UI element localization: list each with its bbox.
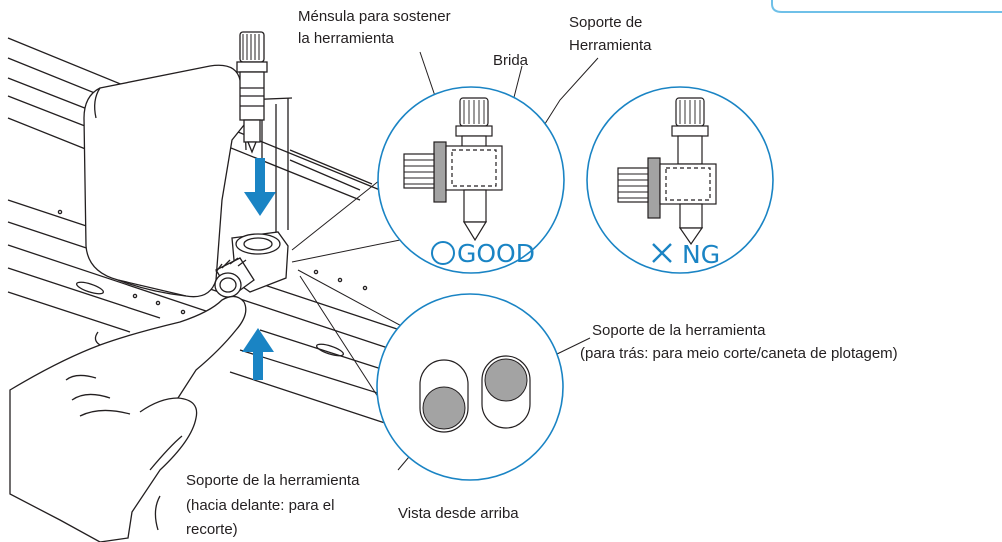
flange-label: Brida: [493, 52, 529, 69]
holder-front-label-line1: Soporte de la herramienta: [186, 472, 360, 489]
down-arrow-icon: [244, 158, 276, 216]
holder-back-label-line1: Soporte de la herramienta: [592, 322, 766, 339]
top-view-circle: [376, 293, 564, 481]
top-view-label: Vista desde arriba: [398, 505, 519, 522]
holder-back-label-line2: (para trás: para meio corte/caneta de pl…: [580, 345, 898, 362]
plotter-illustration: [7, 31, 401, 429]
good-label: GOOD: [457, 239, 535, 268]
corner-tab: [771, 0, 1002, 13]
holder-top-label-line2: Herramienta: [569, 37, 652, 54]
hand-illustration: [9, 295, 247, 542]
bracket-label-line2: la herramienta: [298, 30, 395, 47]
ng-label: NG: [682, 240, 720, 269]
holder-front-label-line3: recorte): [186, 521, 238, 538]
holder-front-label-line2: (hacia delante: para el: [186, 497, 334, 514]
good-detail-circle: GOOD: [377, 86, 565, 274]
bracket-label-line1: Ménsula para sostener: [298, 8, 451, 25]
up-arrow-icon: [242, 328, 274, 380]
holder-top-label-line1: Soporte de: [569, 14, 642, 31]
ng-detail-circle: NG: [586, 86, 774, 274]
